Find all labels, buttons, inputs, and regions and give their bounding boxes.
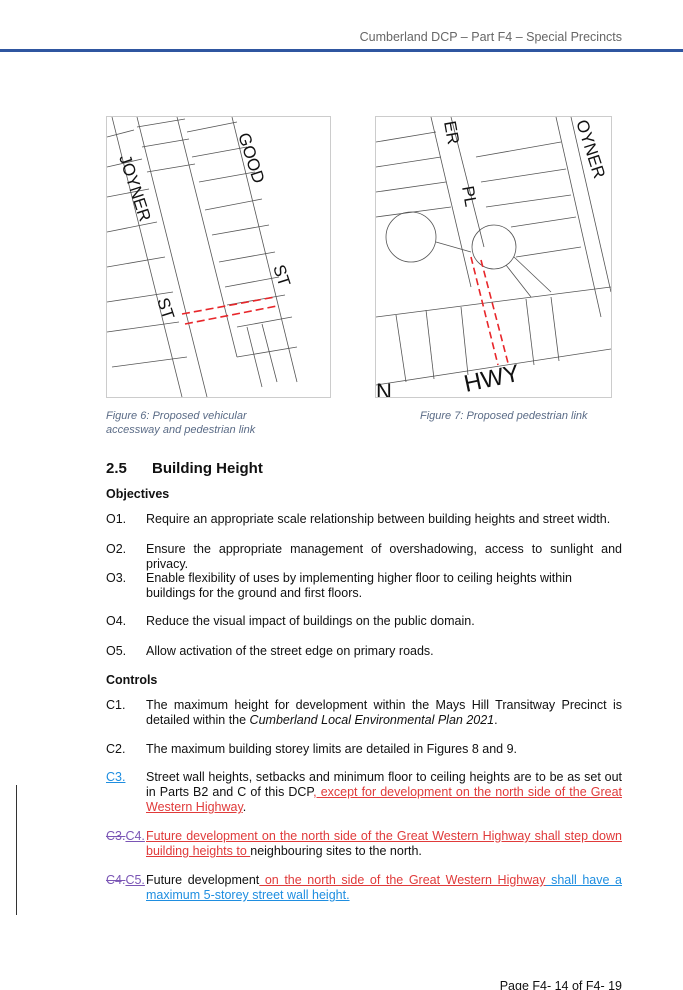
control-item: C2.The maximum building storey limits ar… [106, 742, 518, 756]
objective-item: O3.Enable flexibility of uses by impleme… [106, 571, 572, 600]
objectives-heading: Objectives [106, 487, 170, 501]
figure-7-map: ER PL OYNER HWY N [375, 116, 612, 404]
objective-item: O1.Require an appropriate scale relation… [106, 512, 611, 526]
section-number: 2.5 [106, 460, 127, 477]
objective-item: O4.Reduce the visual impact of buildings… [106, 614, 475, 628]
section-title: Building Height [152, 460, 263, 477]
section-heading: 2.5 Building Height [106, 460, 263, 477]
map-label: HWY [462, 360, 522, 397]
figure-6-map: JOYNER GOOD ST ST [106, 116, 331, 398]
map-label: ST [153, 295, 178, 322]
control-item: C4.C5.Future development on the north si… [106, 873, 622, 902]
map-label: PL [458, 184, 480, 208]
map-label: OYNER [572, 117, 609, 180]
map-label: GOOD [234, 130, 268, 185]
control-item: C3.Street wall heights, setbacks and min… [106, 770, 622, 814]
figure-7-caption: Figure 7: Proposed pedestrian link [420, 410, 588, 422]
figure-6-caption: Figure 6: Proposed vehicular accessway a… [106, 410, 256, 436]
map-label: ER [440, 119, 463, 146]
map-label: N [376, 379, 392, 397]
objective-item: O5.Allow activation of the street edge o… [106, 644, 434, 658]
running-header: Cumberland DCP – Part F4 – Special Preci… [359, 30, 622, 44]
change-bar [16, 785, 17, 915]
controls-heading: Controls [106, 673, 158, 687]
control-item: C3.C4.Future development on the north si… [106, 829, 622, 858]
page-number: Page F4- 14 of F4- 19 [499, 979, 622, 990]
objective-item: O2.Ensure the appropriate management of … [106, 542, 622, 571]
control-item: C1.The maximum height for development wi… [106, 698, 622, 727]
header-rule [0, 49, 683, 52]
